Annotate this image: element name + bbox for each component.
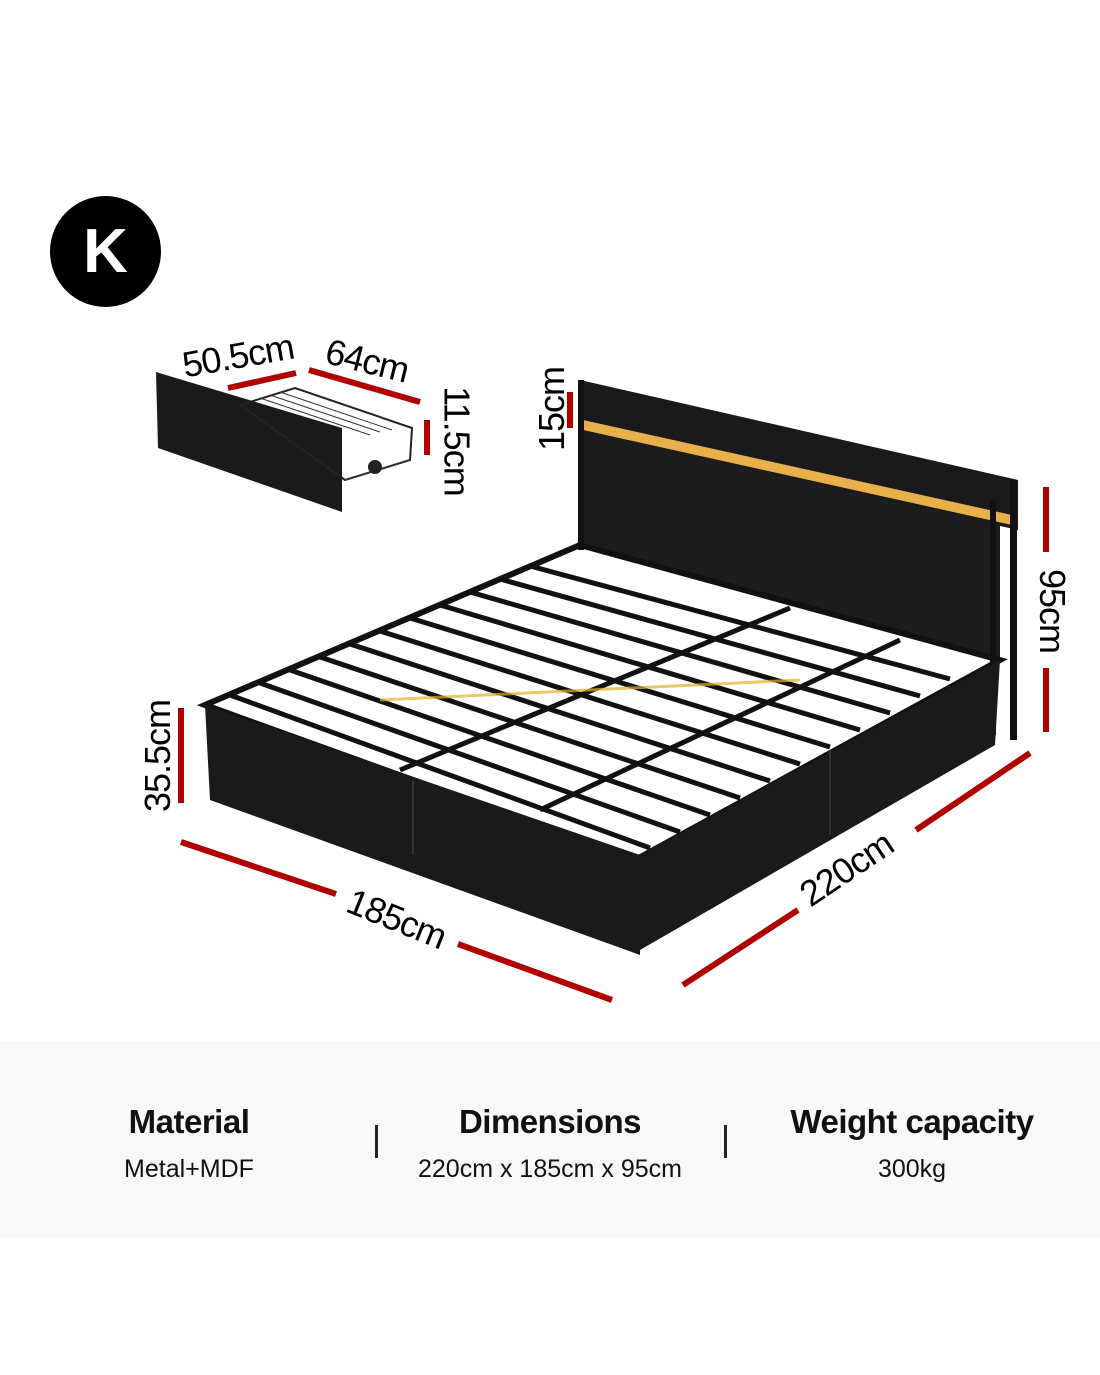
spec-band <box>0 1041 1100 1237</box>
drawer-height-label: 11.5cm <box>436 386 478 496</box>
size-letter: K <box>83 217 128 286</box>
headboard-height-label: 95cm <box>1032 568 1074 654</box>
divider <box>375 1125 378 1158</box>
headboard <box>578 380 1018 740</box>
drawer-illustration <box>156 372 414 512</box>
spec-label: Dimensions <box>458 1103 642 1140</box>
size-badge: K <box>50 196 161 307</box>
spec-dimensions: Dimensions 220cm x 185cm x 95cm <box>385 1103 715 1184</box>
spec-weight-capacity: Weight capacity 300kg <box>747 1103 1077 1184</box>
spec-value: Metal+MDF <box>124 1155 254 1183</box>
spec-value: 300kg <box>877 1155 947 1183</box>
divider <box>724 1125 727 1158</box>
spec-label: Material <box>128 1103 250 1140</box>
spec-material: Material Metal+MDF <box>24 1103 354 1184</box>
shelf-height-label: 15cm <box>531 366 573 452</box>
bed-frame <box>196 541 1008 955</box>
bed-illustration <box>156 367 1049 1003</box>
spec-value: 220cm x 185cm x 95cm <box>418 1155 682 1183</box>
dimension-lines <box>178 367 1049 1003</box>
spec-label: Weight capacity <box>790 1103 1034 1140</box>
frame-height-label: 35.5cm <box>137 699 179 813</box>
